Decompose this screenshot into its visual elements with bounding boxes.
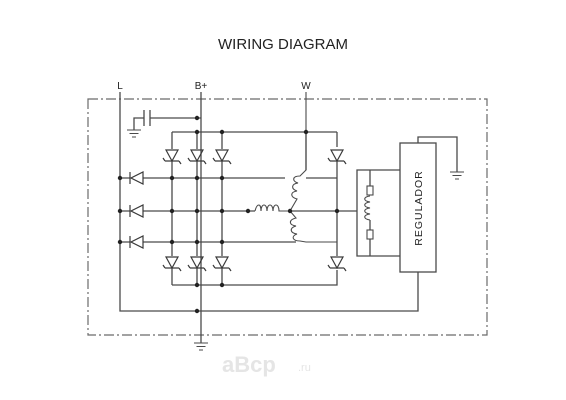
regulator-label: REGULADOR bbox=[413, 170, 425, 246]
regulator-ground-wire bbox=[417, 136, 458, 172]
brush-top-icon bbox=[366, 185, 374, 196]
diode-exciter-upper-icon bbox=[327, 149, 347, 165]
diode-l-2-icon bbox=[129, 204, 144, 218]
diode-upper-1-icon bbox=[162, 149, 182, 165]
capacitor-icon bbox=[143, 110, 151, 126]
terminal-b-plus-label: B+ bbox=[195, 81, 208, 92]
diode-l-1-icon bbox=[129, 171, 144, 185]
negative-bus bbox=[172, 270, 338, 286]
l-terminal-wire bbox=[119, 92, 419, 312]
stator-winding-bottom-icon bbox=[289, 210, 337, 243]
field-coil-icon bbox=[364, 195, 371, 221]
watermark-suffix: .ru bbox=[298, 362, 311, 374]
diode-exciter-lower-icon bbox=[327, 256, 347, 272]
diode-lower-1-icon bbox=[162, 256, 182, 272]
alternator-housing-outline bbox=[87, 98, 488, 336]
ground-icon-main bbox=[194, 342, 208, 351]
stator-winding-left-icon bbox=[254, 204, 290, 212]
diode-upper-3-icon bbox=[212, 149, 232, 165]
exciter-to-phase bbox=[290, 177, 357, 212]
regulator-field-loop bbox=[356, 169, 400, 257]
watermark-brand: aBcp bbox=[222, 352, 276, 377]
ground-icon-capacitor bbox=[127, 129, 141, 138]
ground-icon-regulator bbox=[450, 171, 464, 180]
stator-winding-top-icon bbox=[289, 92, 307, 212]
diode-upper-2-icon bbox=[187, 149, 207, 165]
terminal-l-label: L bbox=[117, 81, 123, 92]
diode-lower-2-icon bbox=[187, 256, 207, 272]
junction-dots bbox=[117, 115, 340, 314]
terminal-w-label: W bbox=[301, 81, 311, 92]
diode-l-3-icon bbox=[129, 235, 144, 249]
diagram-title: WIRING DIAGRAM bbox=[218, 36, 348, 53]
brush-bottom-icon bbox=[366, 229, 374, 240]
capacitor-wire bbox=[133, 117, 201, 130]
diode-lower-3-icon bbox=[212, 256, 232, 272]
